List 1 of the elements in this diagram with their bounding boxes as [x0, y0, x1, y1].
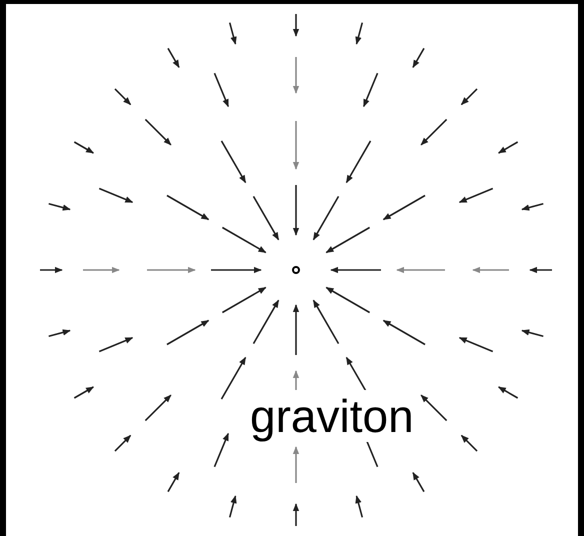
- center-circle: [292, 266, 300, 274]
